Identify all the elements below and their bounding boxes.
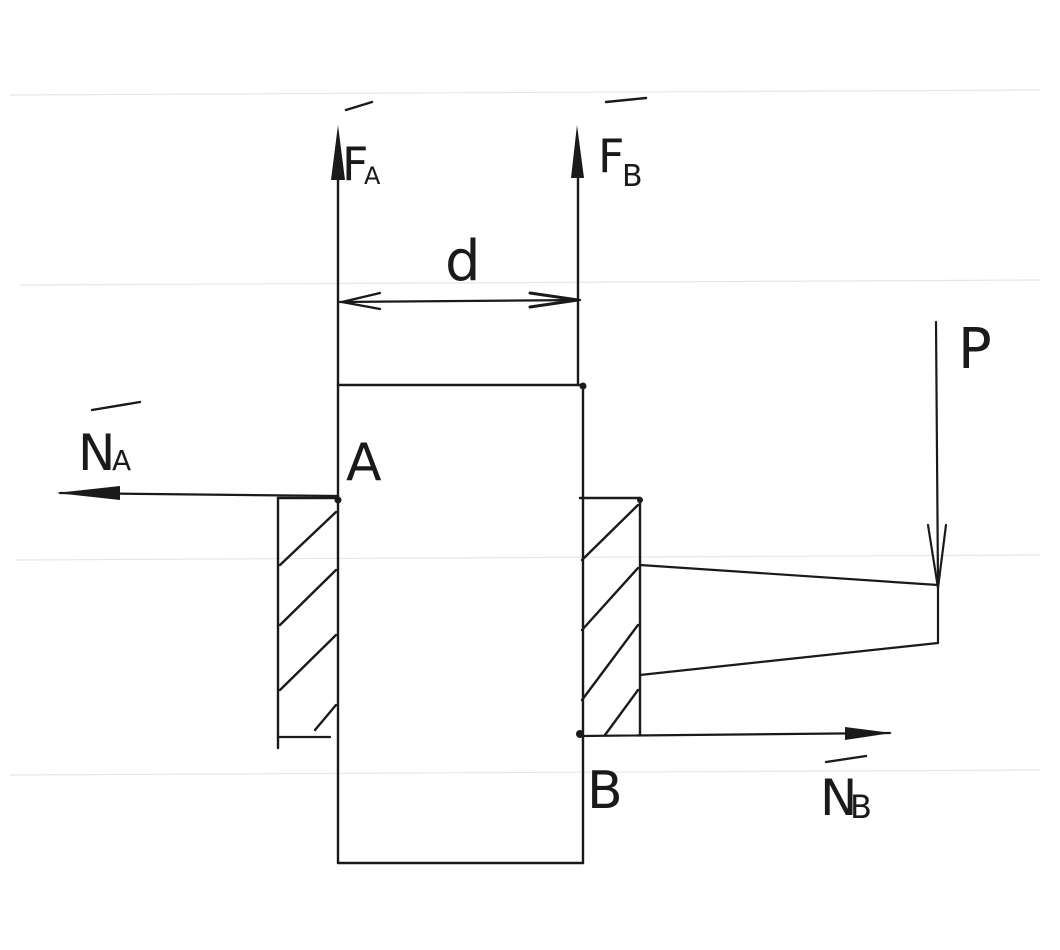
- scan-artifacts: [9, 89, 1041, 776]
- svg-text:F: F: [598, 129, 624, 183]
- label-normal-a: N A: [78, 400, 142, 482]
- svg-text:A: A: [364, 162, 381, 190]
- label-force-b: F B: [598, 96, 648, 194]
- force-b-arrow: [571, 125, 584, 387]
- label-distance: d: [445, 229, 481, 294]
- label-load: P: [958, 317, 992, 382]
- label-point-a: A: [346, 433, 382, 493]
- svg-text:B: B: [850, 788, 872, 826]
- load-p-arrow: [926, 320, 948, 590]
- lever-arm: [638, 563, 940, 677]
- support-a: [276, 496, 342, 750]
- bar-body: [336, 382, 587, 865]
- normal-a-arrow: [56, 486, 340, 500]
- svg-text:F: F: [342, 137, 368, 191]
- svg-text:A: A: [112, 444, 131, 477]
- distance-dimension: [338, 291, 582, 311]
- normal-b-arrow: [578, 727, 892, 740]
- svg-text:B: B: [622, 159, 643, 194]
- svg-text:N: N: [820, 769, 857, 827]
- force-a-arrow: [331, 125, 345, 387]
- label-force-a: F A: [342, 100, 381, 191]
- svg-text:N: N: [78, 424, 115, 482]
- label-point-b: B: [587, 761, 623, 821]
- label-normal-b: N B: [820, 754, 872, 827]
- support-b: [576, 496, 643, 738]
